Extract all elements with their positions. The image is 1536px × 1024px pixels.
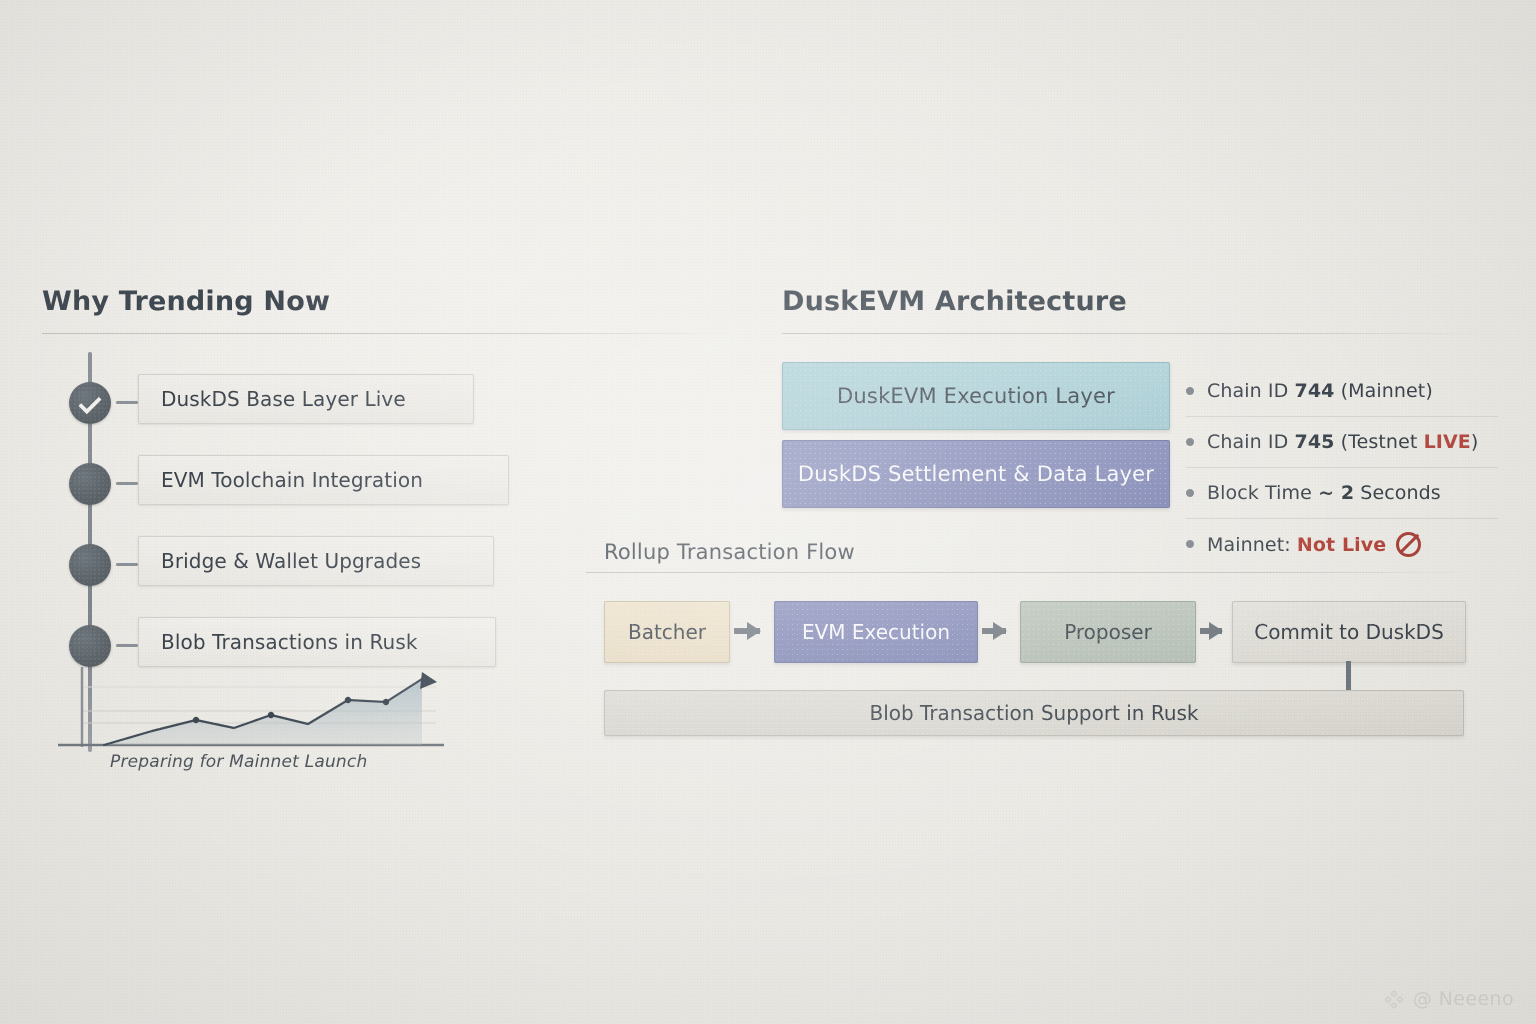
fact-suffix: Seconds: [1354, 482, 1441, 504]
left-panel-title: Why Trending Now: [42, 286, 331, 317]
timeline-connector: [116, 401, 138, 404]
timeline-card[interactable]: Blob Transactions in Rusk: [138, 617, 496, 667]
bullet-icon: [1186, 387, 1194, 395]
dot-icon: [69, 625, 111, 667]
fact-row-chain-id-744: Chain ID 744 (Mainnet): [1186, 366, 1498, 417]
fact-text: Chain ID 745 (Testnet LIVE): [1207, 431, 1478, 453]
timeline-card[interactable]: EVM Toolchain Integration: [138, 455, 509, 505]
growth-sparkline-chart: [58, 667, 444, 747]
fact-row-chain-id-745: Chain ID 745 (Testnet LIVE): [1186, 417, 1498, 468]
watermark-handle: @ Neeeno: [1412, 988, 1514, 1010]
chart-caption: Preparing for Mainnet Launch: [110, 752, 368, 772]
fact-text: Block Time ~ 2 Seconds: [1207, 482, 1441, 504]
diamond-gem-icon: [1384, 990, 1404, 1009]
flow-step-label: Proposer: [1064, 620, 1152, 644]
bullet-icon: [1186, 540, 1194, 548]
timeline-card[interactable]: DuskDS Base Layer Live: [138, 374, 474, 424]
bullet-icon: [1186, 438, 1194, 446]
timeline-item-label: Blob Transactions in Rusk: [161, 630, 418, 654]
check-circle-icon: [69, 382, 111, 424]
timeline-card[interactable]: Bridge & Wallet Upgrades: [138, 536, 494, 586]
flow-section-divider: [586, 572, 1480, 573]
fact-suffix: (Mainnet): [1334, 380, 1433, 402]
bullet-icon: [1186, 489, 1194, 497]
fact-prefix: Chain ID: [1207, 380, 1295, 402]
fact-suffix: (Testnet: [1334, 431, 1424, 453]
left-panel-divider: [42, 333, 742, 334]
flow-step-label: Commit to DuskDS: [1254, 620, 1444, 644]
flow-step-evm-execution[interactable]: EVM Execution: [774, 601, 978, 663]
arch-layer-execution[interactable]: DuskEVM Execution Layer: [782, 362, 1170, 430]
facts-list: Chain ID 744 (Mainnet) Chain ID 745 (Tes…: [1186, 366, 1498, 569]
timeline-connector: [116, 644, 138, 647]
fact-text: Chain ID 744 (Mainnet): [1207, 380, 1433, 402]
right-panel: DuskEVM Architecture: [782, 286, 1494, 334]
flow-step-label: Batcher: [627, 620, 707, 644]
right-panel-title: DuskEVM Architecture: [782, 286, 1127, 317]
flow-arrow-3-icon: [1200, 622, 1223, 640]
dot-icon: [69, 544, 111, 586]
blob-support-bar[interactable]: Blob Transaction Support in Rusk: [604, 690, 1464, 736]
flow-vertical-connector: [1346, 661, 1351, 693]
fact-suffix-close: ): [1470, 431, 1479, 453]
fact-prefix: Block Time: [1207, 482, 1319, 504]
arch-layer-settlement[interactable]: DuskDS Settlement & Data Layer: [782, 440, 1170, 508]
architecture-stack: DuskEVM Execution Layer DuskDS Settlemen…: [782, 362, 1170, 508]
flow-step-proposer[interactable]: Proposer: [1020, 601, 1196, 663]
fact-value: 745: [1294, 431, 1335, 453]
fact-value: 744: [1294, 380, 1335, 402]
fact-prefix: Mainnet:: [1207, 533, 1297, 556]
status-badge-live: LIVE: [1423, 431, 1471, 453]
timeline: DuskDS Base Layer Live EVM Toolchain Int…: [42, 352, 742, 772]
status-badge-not-live: Not Live: [1296, 533, 1387, 556]
flow-section-title: Rollup Transaction Flow: [604, 540, 855, 564]
no-entry-icon: [1396, 531, 1422, 557]
flow-arrow-2-icon: [982, 622, 1007, 640]
right-panel-divider: [782, 333, 1494, 334]
fact-row-mainnet-status: Mainnet: Not Live: [1186, 519, 1498, 569]
fact-value: ~ 2: [1318, 482, 1355, 504]
timeline-item-label: Bridge & Wallet Upgrades: [161, 549, 422, 573]
flow-step-commit-to-duskds[interactable]: Commit to DuskDS: [1232, 601, 1466, 663]
timeline-item-label: EVM Toolchain Integration: [161, 468, 424, 492]
flow-arrow-1-icon: [734, 622, 761, 640]
flow-step-batcher[interactable]: Batcher: [604, 601, 730, 663]
rollup-flow-diagram: Batcher EVM Execution Proposer Commit to…: [604, 601, 1484, 663]
left-panel: Why Trending Now: [42, 286, 742, 334]
arch-layer-label: DuskDS Settlement & Data Layer: [797, 462, 1155, 486]
fact-text: Mainnet: Not Live: [1207, 531, 1422, 557]
fact-row-block-time: Block Time ~ 2 Seconds: [1186, 468, 1498, 519]
timeline-connector: [116, 563, 138, 566]
flow-step-label: EVM Execution: [801, 620, 951, 644]
timeline-connector: [116, 482, 138, 485]
dot-icon: [69, 463, 111, 505]
blob-support-label: Blob Transaction Support in Rusk: [869, 701, 1199, 725]
fact-prefix: Chain ID: [1207, 431, 1295, 453]
watermark: @ Neeeno: [1383, 988, 1514, 1010]
timeline-item-label: DuskDS Base Layer Live: [161, 387, 406, 411]
arch-layer-label: DuskEVM Execution Layer: [837, 384, 1115, 408]
